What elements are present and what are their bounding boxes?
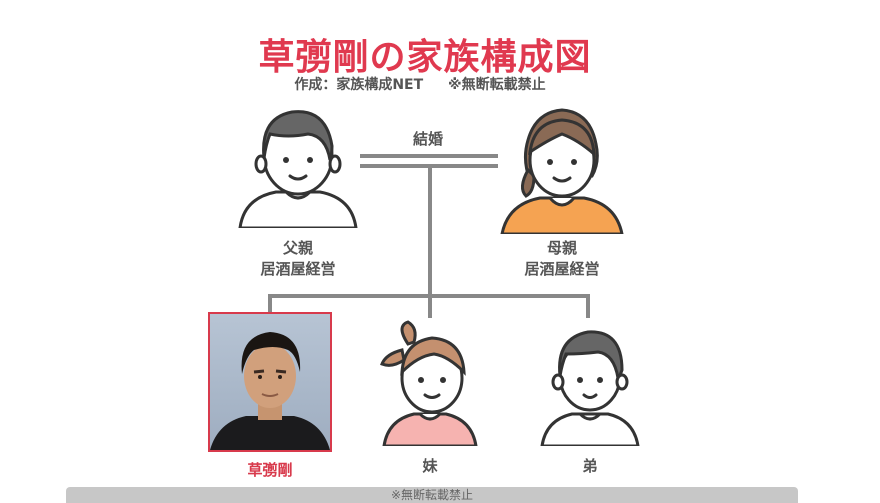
subject-label: 草彅剛 bbox=[247, 461, 293, 479]
father-note: 居酒屋経営 bbox=[260, 260, 336, 278]
brother-avatar-icon bbox=[540, 330, 640, 446]
footer-notice: ※無断転載禁止 bbox=[390, 488, 474, 502]
mother-label-group: 母親 居酒屋経営 bbox=[500, 238, 624, 280]
page-title: 草彅剛の家族構成図 bbox=[258, 37, 592, 78]
sister-label: 妹 bbox=[422, 457, 438, 475]
author-credit: 作成：家族構成NET bbox=[294, 77, 424, 93]
mother-label: 母親 bbox=[546, 239, 577, 257]
footer-notice-bar: ※無断転載禁止 bbox=[66, 487, 798, 503]
subject-portrait-icon bbox=[210, 332, 330, 450]
brother-label: 弟 bbox=[582, 457, 598, 475]
subject-photo bbox=[208, 312, 332, 452]
marriage-label: 結婚 bbox=[412, 130, 443, 148]
copyright-notice: ※無断転載禁止 bbox=[448, 77, 546, 93]
mother-avatar-icon bbox=[500, 108, 624, 234]
sister-avatar-icon bbox=[380, 320, 478, 446]
page-subtitle: 作成：家族構成NET ※無断転載禁止 bbox=[250, 74, 590, 94]
father-label-group: 父親 居酒屋経営 bbox=[236, 238, 360, 280]
father-label: 父親 bbox=[282, 239, 313, 257]
mother-note: 居酒屋経営 bbox=[524, 260, 600, 278]
father-avatar-icon bbox=[238, 110, 358, 228]
